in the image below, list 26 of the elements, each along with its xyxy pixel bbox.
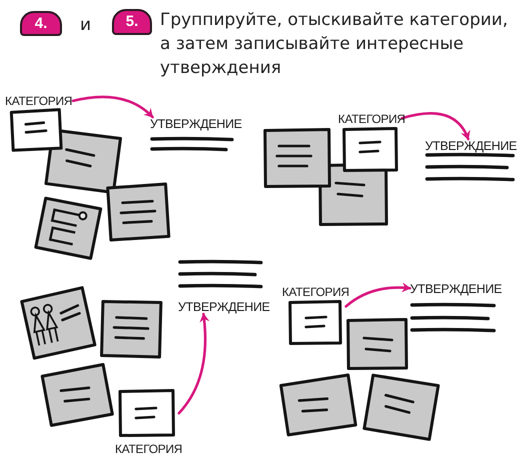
sticky-note <box>278 373 358 437</box>
statement-heading: УТВЕРЖДЕНИЕ <box>410 282 502 296</box>
category-label: КАТЕГОРИЯ <box>338 112 406 126</box>
category-label: КАТЕГОРИЯ <box>5 94 72 108</box>
sticky-note <box>346 318 408 370</box>
arrow <box>344 282 412 308</box>
step-badge: 5. <box>112 9 152 35</box>
sticky-note <box>106 182 170 242</box>
sticky-note <box>19 286 97 360</box>
title: Группируйте, отыскивайте категории, а затем записывайте интересные утверждения <box>160 9 509 80</box>
category-label: КАТЕГОРИЯ <box>115 442 182 456</box>
sticky-note <box>33 195 103 261</box>
sticky-note <box>362 372 440 442</box>
statement-heading: УТВЕРЖДЕНИЕ <box>425 139 517 153</box>
sticky-note <box>43 127 123 195</box>
step-badge: 4. <box>20 11 62 36</box>
category-label: КАТЕГОРИЯ <box>282 285 350 299</box>
arrow <box>178 312 210 414</box>
arrow <box>400 112 470 140</box>
sticky-note <box>263 128 331 188</box>
sticky-note <box>99 298 163 360</box>
sticky-note <box>40 362 114 428</box>
arrow <box>72 96 154 118</box>
conjunction-text: и <box>80 14 92 37</box>
statement-heading: УТВЕРЖДЕНИЕ <box>178 300 270 314</box>
statement-heading: УТВЕРЖДЕНИЕ <box>150 117 242 131</box>
